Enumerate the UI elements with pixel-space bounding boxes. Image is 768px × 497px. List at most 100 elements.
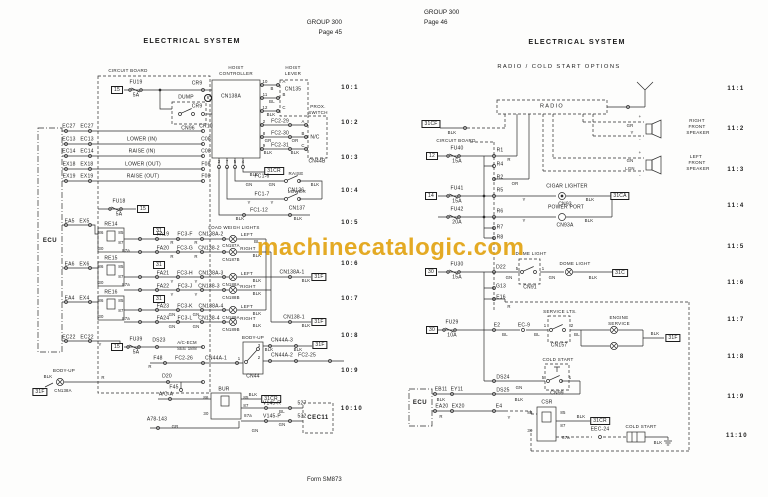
- diagram-label: Y: [170, 291, 174, 297]
- diagram-label: E4: [495, 403, 503, 410]
- line-marker: 10:2: [341, 120, 359, 126]
- line-marker: 10:7: [341, 296, 359, 302]
- diagram-label: SWITCH: [308, 109, 328, 115]
- diagram-label: EC27 EC27: [62, 123, 94, 130]
- ground-tag: 31CA: [610, 192, 630, 200]
- diagram-label: Y: [630, 129, 634, 135]
- diagram-label: EC22 EC22: [62, 334, 94, 341]
- diagram-label: N/C: [310, 134, 320, 141]
- diagram-label: R6: [496, 208, 504, 215]
- diagram-label: C08: [201, 136, 211, 143]
- diagram-label: R2: [496, 174, 504, 181]
- diagram-label: GN: [245, 181, 253, 187]
- diagram-label: 85: [118, 297, 124, 303]
- diagram-label: FRONT: [688, 123, 706, 129]
- form-number: Form SM873: [307, 477, 342, 483]
- diagram-label: BUR: [218, 386, 230, 393]
- diagram-label: EA4 EX4: [64, 295, 90, 302]
- diagram-label: FC3-G: [177, 245, 193, 252]
- diagram-label: GN: [168, 311, 176, 317]
- diagram-label: CN44: [246, 373, 260, 380]
- right-page-header: GROUP 300 Page 46: [424, 8, 486, 27]
- diagram-label: BLK: [248, 391, 258, 397]
- diagram-label: CN93A: [556, 222, 574, 229]
- diagram-label: R: [507, 156, 511, 162]
- diagram-label: BLK: [293, 346, 303, 352]
- diagram-label: BLK: [252, 310, 262, 316]
- diagram-label: V145-R: [262, 400, 282, 407]
- diagram-label: FA21: [156, 270, 170, 277]
- watermark: machinecatalogic.com: [257, 234, 525, 261]
- line-marker: 10:5: [341, 220, 359, 226]
- diagram-label: CEC11: [307, 415, 329, 421]
- diagram-label: CIGAR LIGHTER: [546, 183, 588, 190]
- diagram-label: FRONT: [688, 159, 706, 165]
- diagram-label: R7: [496, 224, 504, 231]
- diagram-label: R: [170, 253, 174, 259]
- diagram-label: 5: [515, 265, 519, 271]
- diagram-label: FC1-7: [254, 191, 270, 198]
- diagram-label: F45: [169, 384, 179, 391]
- diagram-label: EX18 EX18: [62, 161, 94, 168]
- diagram-label: CN187A: [222, 242, 240, 248]
- diagram-label: RIGHT: [240, 315, 256, 321]
- diagram-label: 30: [98, 313, 104, 319]
- diagram-label: D20: [162, 373, 172, 380]
- diagram-label: CN138-4: [198, 315, 220, 322]
- diagram-label: A: [282, 78, 286, 84]
- diagram-label: FC2-29: [271, 118, 289, 125]
- diagram-label: EA5 EX5: [64, 218, 90, 225]
- diagram-label: SEE 18/8: [177, 345, 197, 351]
- diagram-label: BLK: [310, 181, 320, 187]
- diagram-label: CN138A-1: [279, 269, 305, 276]
- diagram-label: SPEAKER: [686, 129, 710, 135]
- diagram-label: Y: [522, 196, 526, 202]
- diagram-label: CN138A: [54, 387, 72, 393]
- diagram-label: FC3-J: [177, 283, 193, 290]
- diagram-label: V145-P: [263, 413, 281, 420]
- ground-tag: 31F: [311, 273, 327, 281]
- diagram-label: 1: [541, 265, 545, 271]
- diagram-label: 87a: [122, 281, 130, 287]
- diagram-label: CN91: [523, 284, 537, 291]
- diagram-label: BLK: [653, 439, 663, 445]
- diagram-label: BLK: [235, 215, 245, 221]
- diagram-label: BLK: [266, 111, 276, 117]
- diagram-label: 5A: [132, 349, 140, 356]
- ground-tag: 31F: [665, 334, 681, 342]
- diagram-label: RIGHT: [240, 283, 256, 289]
- line-marker: 11:9: [727, 394, 745, 400]
- diagram-label: CN189B: [222, 326, 240, 332]
- diagram-label: GN: [192, 323, 200, 329]
- diagram-label: GN: [515, 384, 523, 390]
- line-marker: 10:8: [341, 333, 359, 339]
- diagram-label: 86: [98, 229, 104, 235]
- diagram-label: CN44A-1: [205, 355, 227, 362]
- diagram-label: A: [301, 118, 305, 124]
- diagram-label: Y: [170, 278, 174, 284]
- diagram-label: 9: [262, 142, 266, 148]
- diagram-label: CONTROLLER: [219, 70, 253, 76]
- diagram-label: 85: [118, 263, 124, 269]
- left-diagram: [37, 75, 344, 434]
- diagram-label: EEC-24: [590, 426, 610, 433]
- diagram-label: FC3-L: [177, 315, 193, 322]
- diagram-label: RAISE: [288, 170, 304, 176]
- diagram-label: CR10: [199, 123, 213, 130]
- diagram-label: A/C-ECM: [177, 339, 197, 345]
- diagram-label: 2: [262, 118, 266, 124]
- diagram-label: BLK: [514, 396, 524, 402]
- diagram-label: CN188B: [222, 294, 240, 300]
- diagram-label: GN: [268, 181, 276, 187]
- diagram-label: HOIST: [228, 64, 244, 70]
- diagram-label: R1: [496, 147, 504, 154]
- diagram-label: BLK: [301, 322, 311, 328]
- diagram-label: DOME LIGHT: [515, 250, 547, 256]
- ground-tag: 31F: [312, 341, 328, 349]
- diagram-label: BLK: [301, 277, 311, 283]
- diagram-label: EC13 EC13: [62, 136, 94, 143]
- diagram-label: SPEAKER: [686, 165, 710, 171]
- diagram-label: F48: [153, 355, 163, 362]
- ground-tag: 31: [153, 295, 165, 303]
- diagram-label: R: [101, 374, 105, 380]
